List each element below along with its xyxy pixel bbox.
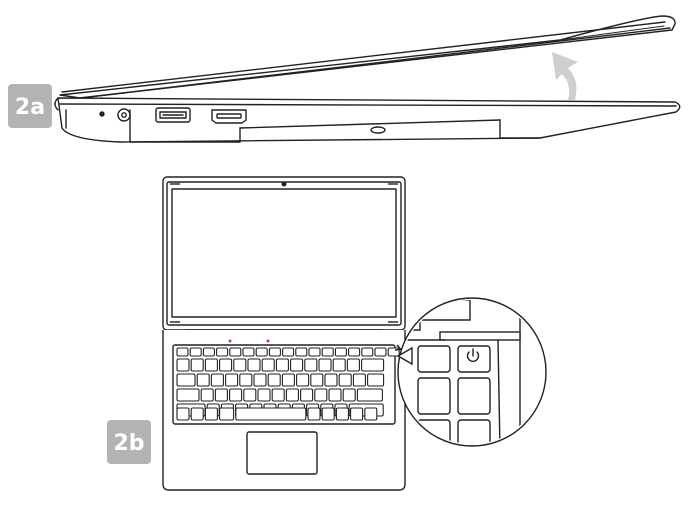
keyboard-key [300, 388, 314, 402]
keyboard-key [310, 373, 324, 387]
keyboard-key [348, 347, 361, 357]
keyboard-key [239, 373, 253, 387]
keyboard-key [247, 358, 261, 372]
hinge-indicators [228, 339, 270, 343]
keyboard-key [290, 358, 304, 372]
keyboard-key [346, 358, 360, 372]
keyboard-key [334, 347, 347, 357]
keyboard-key [257, 388, 271, 402]
keyboard-key [350, 407, 364, 421]
keyboard-key [281, 373, 295, 387]
laptop-top-view [162, 176, 406, 491]
keyboard-key [361, 358, 385, 372]
keyboard-key [367, 373, 385, 387]
keyboard-key [324, 373, 338, 387]
keyboard [176, 347, 400, 421]
webcam [281, 181, 287, 187]
keyboard-key [243, 388, 257, 402]
keyboard-key [321, 347, 334, 357]
keyboard-key [275, 358, 289, 372]
keyboard-key [356, 388, 383, 402]
keyboard-key [361, 347, 374, 357]
keyboard-key [314, 388, 328, 402]
keyboard-key [190, 358, 204, 372]
keyboard-key [190, 407, 204, 421]
keyboard-key [308, 347, 321, 357]
keyboard-key [216, 347, 229, 357]
laptop-lid [59, 15, 676, 99]
keyboard-key [307, 407, 321, 421]
keyboard-key [219, 407, 235, 421]
keyboard-key [225, 373, 239, 387]
keyboard-key [210, 373, 224, 387]
hdmi-port [211, 109, 247, 124]
keyboard-key [332, 358, 346, 372]
usb-port [155, 107, 191, 123]
keyboard-key [214, 388, 228, 402]
keyboard-key [253, 373, 267, 387]
keyboard-key [229, 347, 242, 357]
keyboard-key [267, 373, 281, 387]
keyboard-key [255, 347, 268, 357]
keyboard-key [282, 347, 295, 357]
keyboard-key [364, 407, 378, 421]
keyboard-key [204, 407, 218, 421]
keyboard-key [229, 388, 243, 402]
step-2b-badge: 2b [107, 420, 151, 464]
keyboard-key [204, 358, 218, 372]
status-led [99, 111, 105, 117]
keyboard-key [176, 358, 190, 372]
step-2a-badge: 2a [8, 84, 52, 128]
touchpad [246, 431, 318, 475]
keyboard-key [271, 388, 285, 402]
keyboard-key [285, 388, 299, 402]
keyboard-key [342, 388, 356, 402]
keyboard-key [335, 407, 349, 421]
keyboard-key [296, 373, 310, 387]
keyboard-key [261, 358, 275, 372]
keyboard-key [202, 347, 215, 357]
dc-jack [117, 108, 131, 122]
keyboard-key [242, 347, 255, 357]
keyboard-key [318, 358, 332, 372]
keyboard-key [176, 388, 200, 402]
keyboard-key [176, 373, 196, 387]
keyboard-key [196, 373, 210, 387]
keyboard-key [219, 358, 233, 372]
spacebar-key [235, 407, 307, 421]
keyboard-key [352, 373, 366, 387]
keyboard-key [338, 373, 352, 387]
curved-arrow-icon [552, 52, 578, 100]
keyboard-key [328, 388, 342, 402]
step-2a-label: 2a [15, 95, 45, 120]
step-2b-label: 2b [113, 431, 144, 456]
keyboard-key [295, 347, 308, 357]
laptop-display [171, 188, 397, 318]
keyboard-key [176, 347, 189, 357]
keyboard-key [321, 407, 335, 421]
keyboard-key [176, 407, 190, 421]
keyboard-key [304, 358, 318, 372]
laptop-side-view [54, 15, 681, 143]
power-icon [466, 348, 480, 362]
keyboard-key [268, 347, 281, 357]
keyboard-key [200, 388, 214, 402]
keyboard-key [374, 347, 387, 357]
keyboard-key [233, 358, 247, 372]
keyboard-key [189, 347, 202, 357]
